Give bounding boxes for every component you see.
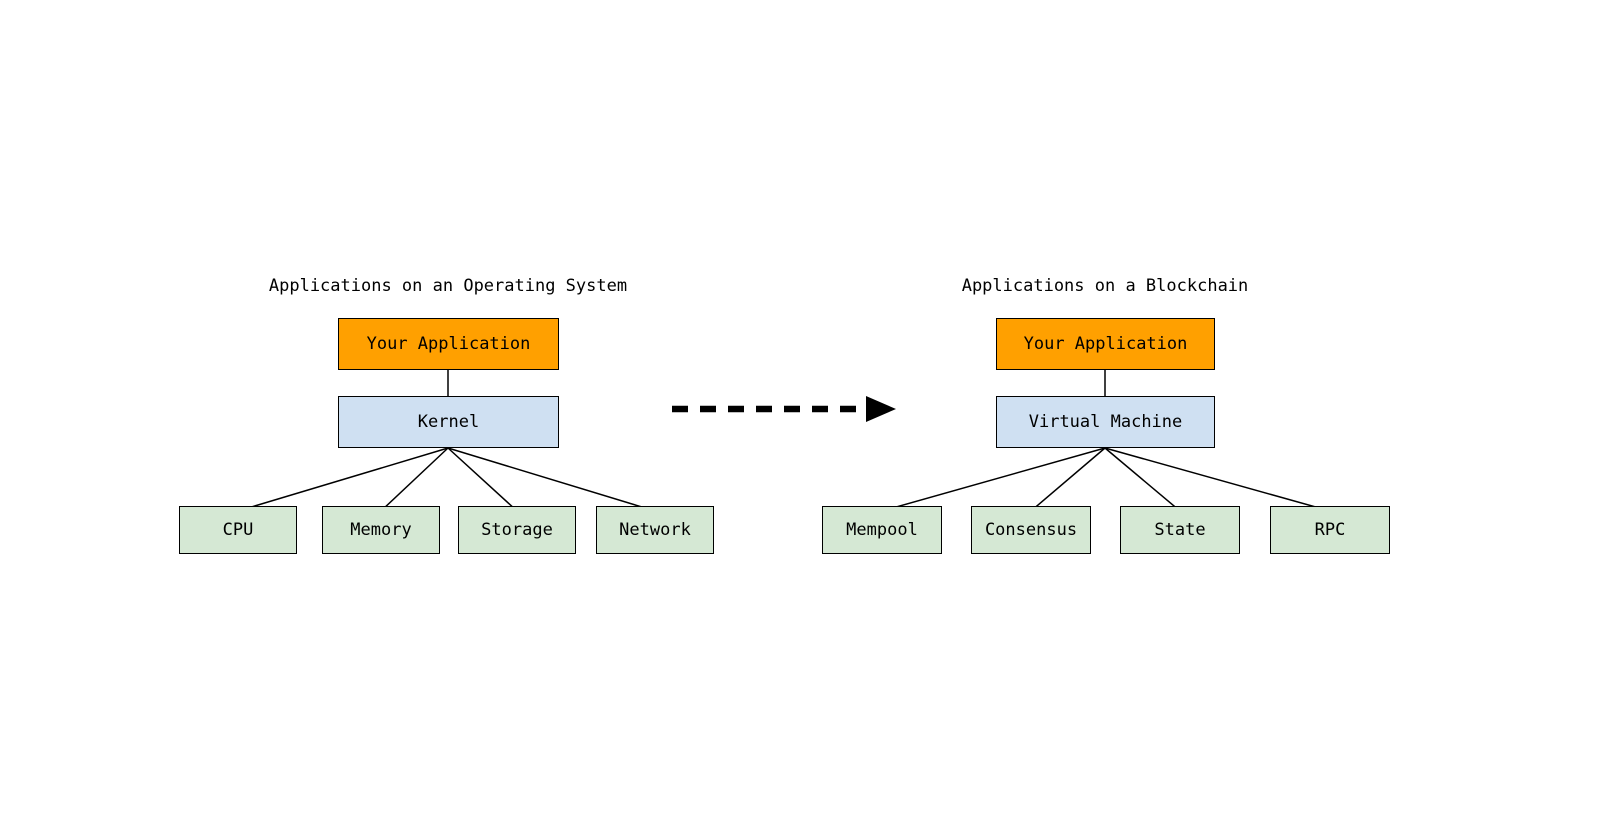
node-mempool[interactable]: Mempool [822, 506, 942, 554]
node-your-application-os[interactable]: Your Application [338, 318, 559, 370]
node-state[interactable]: State [1120, 506, 1240, 554]
node-kernel[interactable]: Kernel [338, 396, 559, 448]
group-title-operating-system: Applications on an Operating System [268, 276, 628, 296]
node-cpu[interactable]: CPU [179, 506, 297, 554]
connector-vm-to-rpc [1104, 447, 1331, 512]
node-virtual-machine[interactable]: Virtual Machine [996, 396, 1215, 448]
group-title-blockchain: Applications on a Blockchain [961, 276, 1249, 296]
connector-kernel-to-network [447, 447, 656, 512]
connector-vm-to-consensus [1030, 447, 1106, 512]
node-memory[interactable]: Memory [322, 506, 440, 554]
connector-kernel-to-cpu [237, 447, 449, 512]
connector-kernel-to-storage [447, 447, 518, 512]
connector-kernel-to-memory [380, 447, 449, 512]
connector-vm-to-state [1104, 447, 1181, 512]
node-rpc[interactable]: RPC [1270, 506, 1390, 554]
node-your-application-blockchain[interactable]: Your Application [996, 318, 1215, 370]
node-storage[interactable]: Storage [458, 506, 576, 554]
node-network[interactable]: Network [596, 506, 714, 554]
node-consensus[interactable]: Consensus [971, 506, 1091, 554]
connector-vm-to-mempool [881, 447, 1106, 512]
transition-arrow-head [866, 396, 896, 422]
